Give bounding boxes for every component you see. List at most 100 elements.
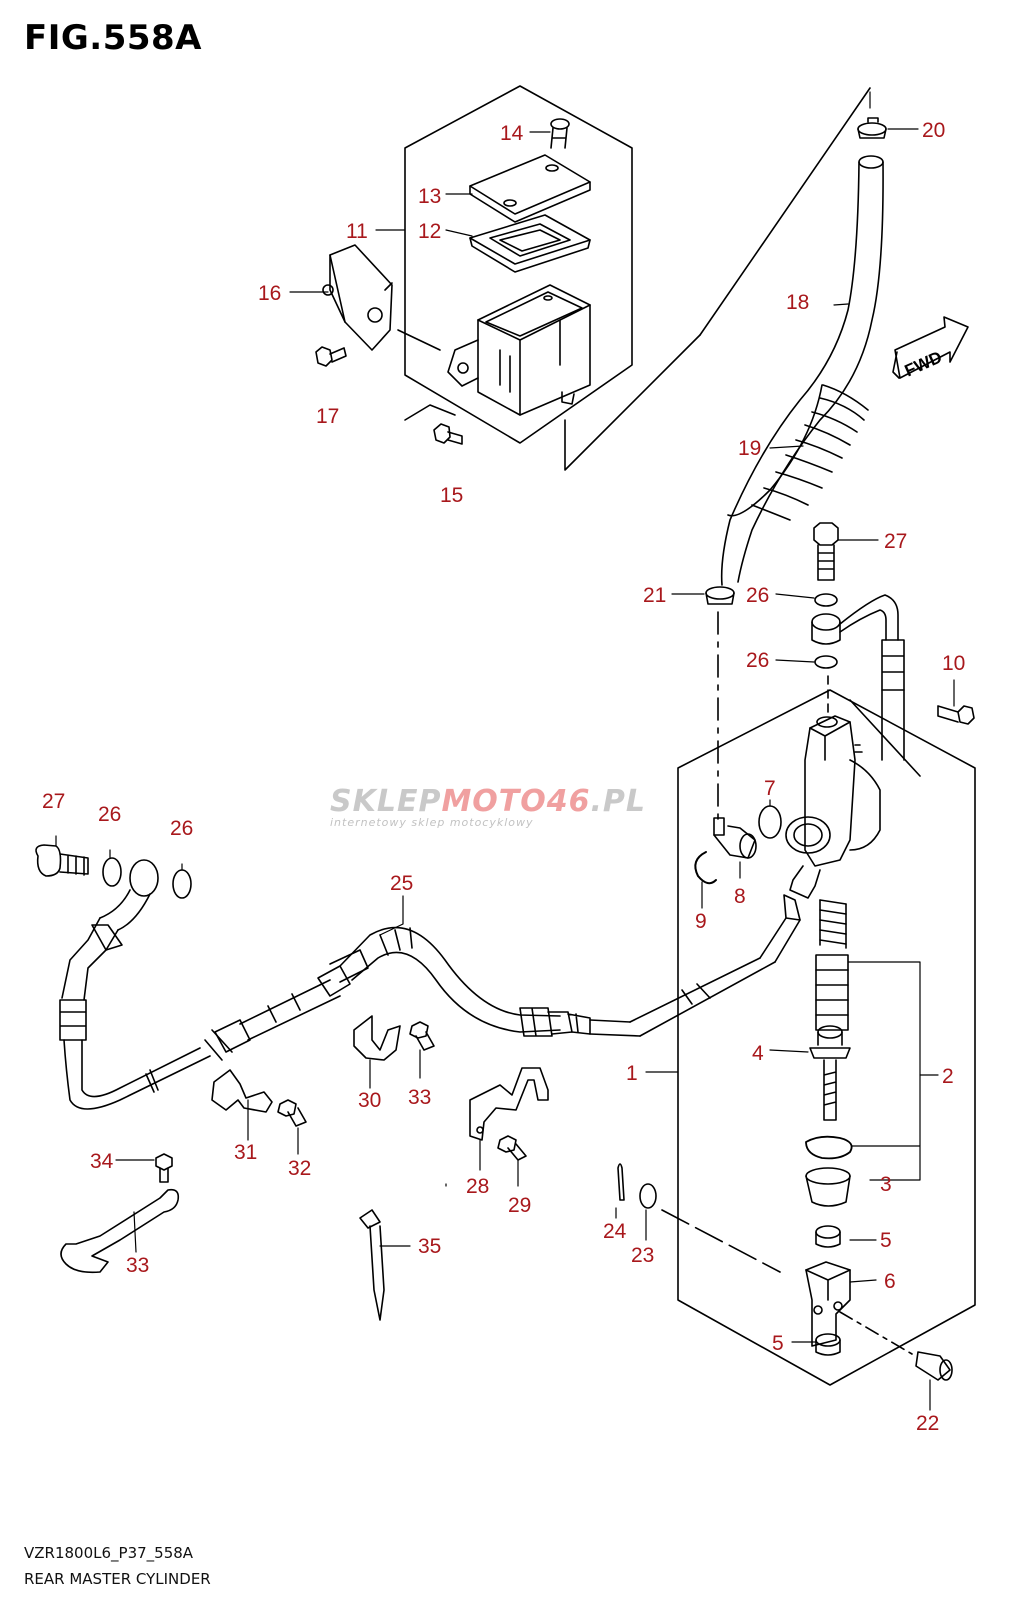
callout-label: 22: [916, 1412, 939, 1435]
boot-3: [805, 1167, 851, 1207]
callout-label: 26: [746, 649, 769, 672]
bracket-16: [322, 244, 441, 351]
snap-ring: [805, 1135, 853, 1160]
fwd-arrow-icon: [892, 316, 969, 379]
bracket-31: [211, 1069, 273, 1113]
callout-label: 10: [942, 652, 965, 675]
banjo-fitting-left: [99, 859, 159, 931]
spring: [819, 899, 847, 949]
callout-label: 3: [880, 1173, 892, 1196]
body-outlet-hose: [629, 894, 801, 1037]
callout-label: 35: [418, 1235, 441, 1258]
bolt-32: [277, 1099, 307, 1127]
watermark-tagline: internetowy sklep motocyklowy: [330, 816, 534, 829]
callout-label: 15: [440, 484, 463, 507]
pushrod-4: [809, 1025, 851, 1121]
fig-title: FIG.558A: [24, 18, 202, 58]
bolt-29: [497, 1135, 527, 1161]
callout-label: 27: [884, 530, 907, 553]
callout-label: 1: [626, 1062, 638, 1085]
bolt-10: [937, 705, 975, 725]
washer-26: [814, 593, 838, 607]
cable-tie-35: [359, 1209, 385, 1321]
callout-label: 26: [170, 817, 193, 840]
bracket-30: [353, 1015, 401, 1061]
callout-label: 27: [42, 790, 65, 813]
callout-label: 24: [603, 1220, 627, 1243]
callout-label: 31: [234, 1141, 257, 1164]
callout-label: 23: [631, 1244, 654, 1267]
reservoir-cap-13: [469, 154, 591, 223]
watermark-brand-accent: MOTO: [441, 784, 547, 819]
reservoir-group-frame: [404, 85, 633, 444]
diagram-name: REAR MASTER CYLINDER: [24, 1570, 211, 1588]
circlip-9: [694, 851, 717, 885]
callout-label: 28: [466, 1175, 489, 1198]
bracket-28: [469, 1067, 549, 1141]
banjo-bolt-27: [813, 522, 839, 581]
callout-label: 21: [643, 584, 666, 607]
callout-label: 11: [346, 220, 368, 243]
callout-label: 19: [738, 437, 761, 460]
callout-label: 18: [786, 291, 809, 314]
nut-5: [815, 1225, 841, 1248]
callout-label: 33: [408, 1086, 431, 1109]
cotter-pin-24: [617, 1163, 625, 1201]
watermark-brand: SKLEP: [330, 784, 442, 819]
callout-label: 34: [90, 1150, 114, 1173]
diaphragm-12: [469, 214, 591, 273]
washer-26: [172, 869, 192, 899]
callout-label: 4: [752, 1042, 764, 1065]
watermark-domain: .PL: [590, 784, 647, 819]
callout-label: 26: [98, 803, 121, 826]
watermark-brand-number: 46: [546, 784, 591, 819]
callout-label: 32: [288, 1157, 311, 1180]
watermark: SKLEPMOTO46.PL: [330, 784, 646, 819]
bolt-34: [155, 1153, 173, 1183]
washer-26: [814, 655, 838, 669]
spring-clip-33: [60, 1188, 180, 1274]
callout-label: 29: [508, 1194, 531, 1217]
callout-label: 26: [746, 584, 769, 607]
o-ring-7: [758, 805, 782, 839]
washer-23: [639, 1183, 657, 1209]
clamp-21: [705, 586, 735, 605]
connector-8: [713, 817, 757, 859]
callout-label: 5: [880, 1229, 892, 1252]
callout-label: 16: [258, 282, 281, 305]
callout-label: 9: [695, 910, 707, 933]
nut-5: [815, 1333, 841, 1356]
master-cylinder-body: [785, 715, 881, 899]
clevis-pin-22: [915, 1351, 953, 1381]
callout-label: 2: [942, 1065, 954, 1088]
reservoir-hose-18: [720, 155, 884, 586]
callout-label: 25: [390, 872, 413, 895]
callout-label: 20: [922, 119, 945, 142]
callout-label: 14: [500, 122, 524, 145]
clevis-6: [805, 1261, 851, 1347]
bolt-15: [433, 423, 463, 445]
reservoir-body: [447, 284, 591, 416]
screw-14: [550, 118, 570, 149]
callout-label: 30: [358, 1089, 381, 1112]
callout-label: 17: [316, 405, 339, 428]
banjo-fitting: [811, 594, 905, 761]
washer-26: [102, 857, 122, 887]
callout-label: 6: [884, 1270, 896, 1293]
callout-label: 5: [772, 1332, 784, 1355]
master-cylinder-frame: [677, 689, 976, 1386]
banjo-bolt-27: [35, 844, 89, 877]
callout-label: 13: [418, 185, 441, 208]
bolt-17: [315, 346, 347, 367]
callout-label: 33: [126, 1254, 149, 1277]
callout-label: 8: [734, 885, 746, 908]
hose-protector-19: [727, 384, 869, 521]
callout-label: 12: [418, 220, 441, 243]
piston-assembly-2: [815, 954, 849, 1031]
clamp-20: [857, 117, 887, 139]
callout-label: 7: [764, 777, 776, 800]
model-code: VZR1800L6_P37_558A: [24, 1544, 194, 1562]
rear-brake-hose-25: [59, 917, 641, 1110]
bolt-33: [409, 1021, 435, 1051]
